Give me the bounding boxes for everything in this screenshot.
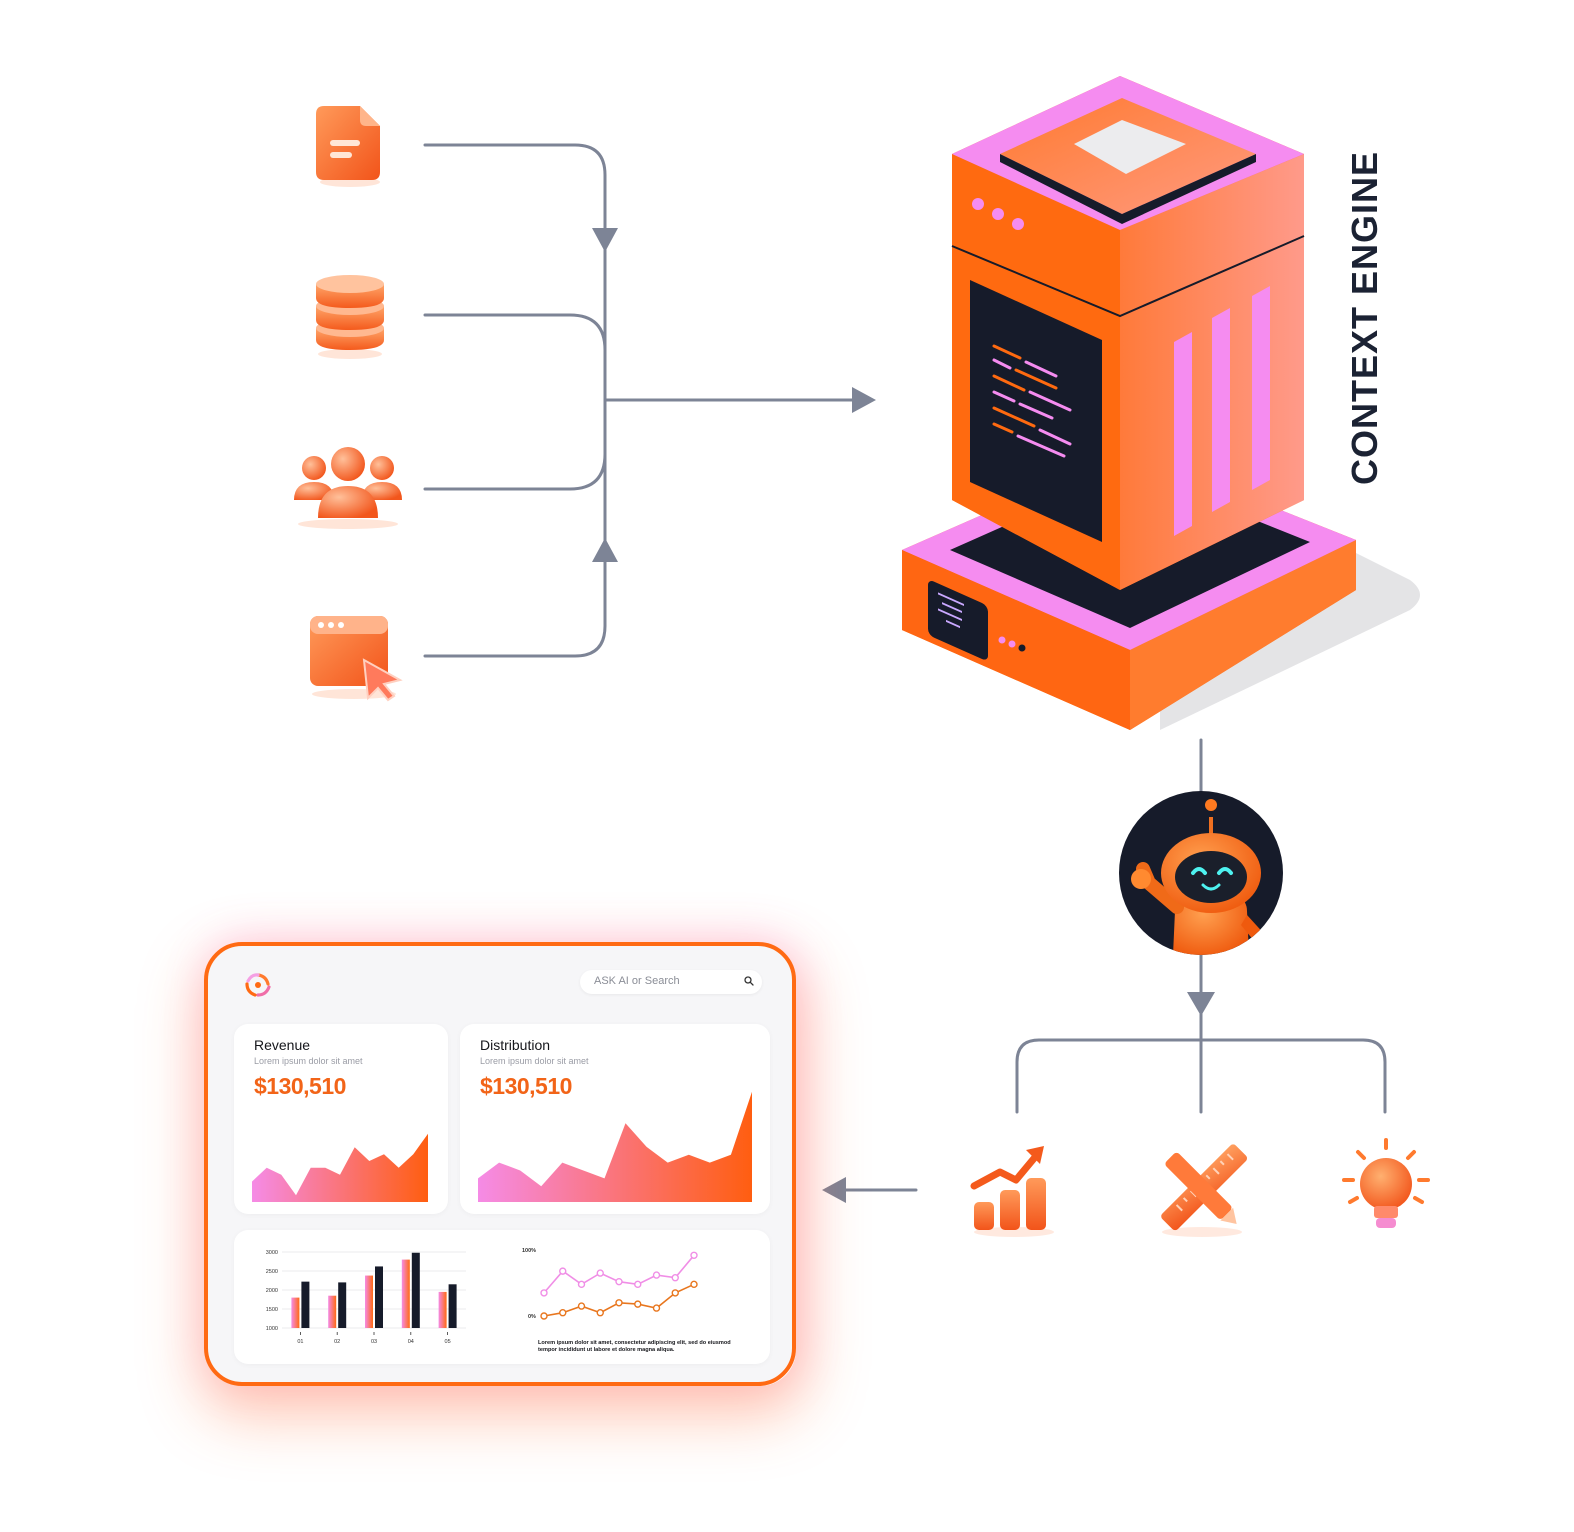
- bar-pink: [291, 1297, 300, 1328]
- brand-logo-icon: [245, 973, 271, 997]
- distribution-value: $130,510: [480, 1073, 572, 1099]
- revenue-subtitle: Lorem ipsum dolor sit amet: [254, 1056, 363, 1066]
- search-bar[interactable]: ASK AI or Search: [580, 970, 762, 994]
- bar-navy: [338, 1282, 347, 1328]
- line-point: [596, 1269, 604, 1277]
- arrow-right-engine: [852, 387, 876, 413]
- context-engine-server: [902, 76, 1420, 730]
- y-tick-label: 1500: [266, 1307, 278, 1313]
- line-point: [671, 1274, 679, 1282]
- search-icon[interactable]: [744, 976, 754, 986]
- line-point: [671, 1289, 679, 1297]
- line-point: [652, 1271, 661, 1279]
- users-icon: [294, 447, 402, 529]
- y-tick-label: 2000: [266, 1288, 278, 1294]
- distribution-area-chart: [478, 1091, 752, 1202]
- distribution-card: Distribution Lorem ipsum dolor sit amet …: [460, 1024, 770, 1214]
- y-tick-label: 0%: [528, 1314, 536, 1320]
- x-tick-label: 04: [408, 1339, 414, 1345]
- line-point: [615, 1277, 623, 1286]
- arrow-up-bottom: [592, 538, 618, 562]
- ai-assistant-avatar: [1119, 791, 1283, 955]
- arrow-down-top: [592, 228, 618, 252]
- y-tick-label: 100%: [522, 1248, 536, 1254]
- revenue-area-chart: [252, 1133, 428, 1202]
- line-point: [559, 1267, 567, 1275]
- line-series-1: [543, 1254, 695, 1294]
- distribution-title: Distribution: [480, 1037, 551, 1053]
- connector-source-4: [423, 398, 607, 658]
- arrow-left-dashboard: [822, 1177, 846, 1203]
- bar-pink: [365, 1275, 373, 1328]
- y-tick-label: 1000: [266, 1326, 278, 1332]
- connector-source-1: [423, 143, 607, 402]
- bar-navy: [375, 1266, 383, 1328]
- y-tick-label: 2500: [266, 1269, 278, 1275]
- revenue-area: [252, 1133, 428, 1202]
- x-tick-label: 03: [371, 1339, 377, 1345]
- x-tick-label: 05: [445, 1339, 451, 1345]
- revenue-title: Revenue: [254, 1037, 311, 1053]
- distribution-subtitle: Lorem ipsum dolor sit amet: [480, 1056, 589, 1066]
- engine-title: CONTEXT ENGINE: [1344, 150, 1385, 486]
- line-chart-note: Lorem ipsum dolor sit amet, consectetur …: [538, 1340, 731, 1353]
- lightbulb-icon: [1342, 1138, 1430, 1228]
- bar-chart: 3000 2500 2000 1500 1000 01 02 03 04 05: [266, 1250, 466, 1345]
- robot-icon: [1131, 799, 1267, 955]
- search-placeholder: ASK AI or Search: [594, 975, 680, 987]
- arrow-down-bot: [1187, 992, 1215, 1016]
- analytics-card: 3000 2500 2000 1500 1000 01 02 03 04 05 100% 0% Lo…: [234, 1230, 770, 1364]
- dashboard-window: ASK AI or Search Revenue Lorem ipsum dol…: [204, 942, 796, 1386]
- revenue-value: $130,510: [254, 1073, 346, 1099]
- bar-navy: [301, 1281, 310, 1328]
- document-icon: [316, 106, 380, 187]
- line-point: [577, 1302, 586, 1310]
- line-chart: 100% 0%: [522, 1248, 698, 1320]
- bar-pink: [328, 1295, 337, 1328]
- bar-pink: [438, 1291, 447, 1328]
- line-point: [540, 1312, 548, 1320]
- growth-chart-icon: [970, 1146, 1054, 1237]
- design-tools-icon: [1161, 1144, 1248, 1237]
- revenue-card: Revenue Lorem ipsum dolor sit amet $130,…: [234, 1024, 448, 1214]
- line-point: [690, 1280, 698, 1289]
- database-icon: [316, 275, 384, 359]
- bar-navy: [448, 1284, 457, 1328]
- line-point: [652, 1304, 661, 1312]
- x-tick-label: 02: [334, 1339, 340, 1345]
- line-point: [596, 1308, 604, 1317]
- distribution-area: [478, 1091, 752, 1202]
- line-point: [690, 1251, 698, 1259]
- line-point: [577, 1280, 586, 1289]
- connector-branch: [1015, 1038, 1387, 1114]
- line-point: [615, 1299, 623, 1307]
- line-point: [559, 1308, 567, 1317]
- bar-pink: [401, 1259, 410, 1328]
- connector-source-3: [423, 452, 607, 491]
- line-point: [634, 1280, 642, 1289]
- connector-source-2: [423, 313, 607, 352]
- y-tick-label: 3000: [266, 1250, 278, 1256]
- line-point: [634, 1300, 642, 1308]
- x-tick-label: 01: [297, 1339, 303, 1345]
- browser-click-icon: [310, 616, 403, 702]
- line-point: [540, 1289, 548, 1297]
- bar-navy: [411, 1252, 420, 1328]
